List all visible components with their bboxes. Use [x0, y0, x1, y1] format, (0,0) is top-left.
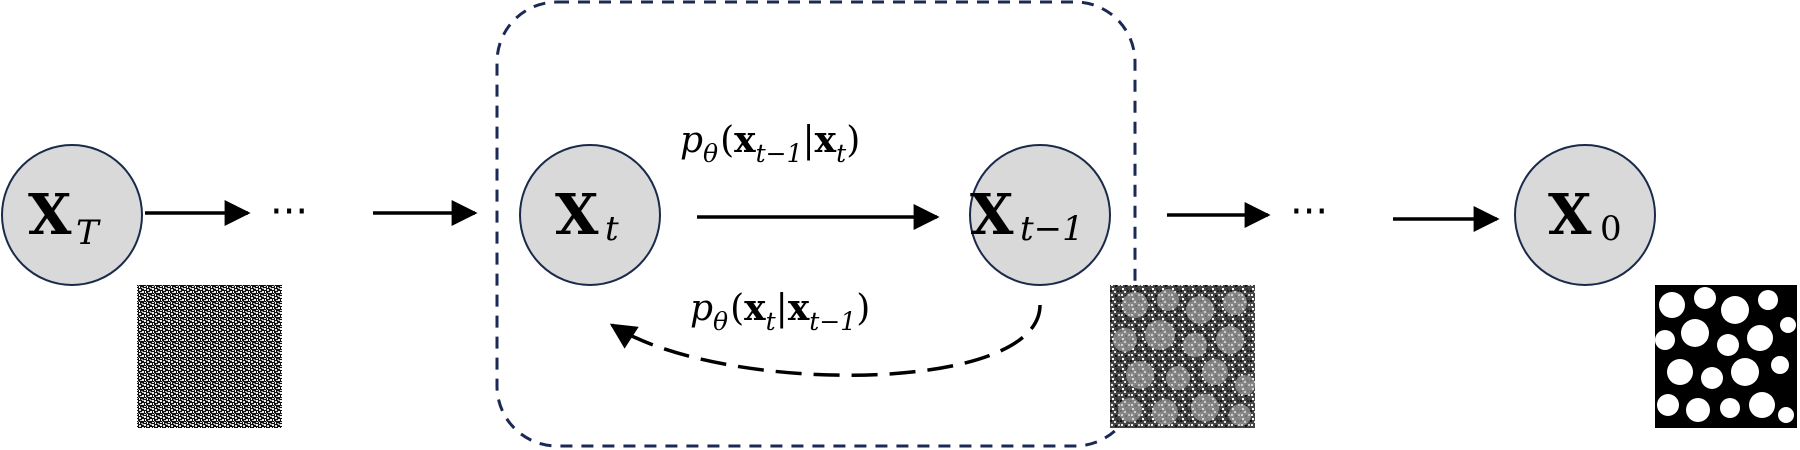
node-x-t-minus-1-main: X: [970, 182, 1014, 248]
backward-x2-sub: t−1: [809, 307, 856, 336]
node-x-t-main: X: [555, 182, 599, 248]
node-x-T-sub: T: [76, 213, 101, 253]
node-x-T-main: X: [28, 182, 72, 248]
node-x-t: X t: [519, 144, 661, 286]
backward-x1: x: [744, 287, 766, 329]
node-x-t-sub: t: [605, 209, 619, 249]
backward-transition-label: pθ(xt|xt−1): [690, 287, 870, 336]
clean-image-x0: [1655, 285, 1797, 428]
forward-p: p: [680, 120, 703, 161]
forward-bar: |: [803, 120, 815, 161]
backward-bar: |: [776, 288, 788, 329]
step-group-box: [495, 0, 1137, 448]
forward-open: (: [720, 120, 734, 161]
forward-x2: x: [815, 119, 837, 161]
arrow-backward-dashed: [609, 304, 1042, 377]
forward-x1: x: [734, 119, 756, 161]
backward-theta: θ: [713, 307, 728, 336]
noise-image-xT: [137, 285, 282, 428]
node-x-t-minus-1-sub: t−1: [1020, 209, 1084, 249]
backward-p: p: [690, 288, 713, 329]
forward-transition-label: pθ(xt−1|xt): [680, 119, 860, 168]
backward-x2: x: [788, 287, 810, 329]
forward-close: ): [846, 120, 860, 161]
node-x-0-sub: 0: [1600, 209, 1622, 249]
ellipsis-left: ···: [270, 189, 308, 235]
backward-open: (: [730, 288, 744, 329]
forward-x1-sub: t−1: [756, 139, 803, 168]
backward-close: ): [856, 288, 870, 329]
node-x-0: X 0: [1514, 144, 1656, 286]
forward-x2-sub: t: [836, 139, 847, 168]
node-x-T: X T: [1, 144, 143, 286]
node-x-0-main: X: [1548, 182, 1592, 248]
forward-theta: θ: [703, 139, 718, 168]
backward-x1-sub: t: [766, 307, 777, 336]
noise-image-xt-minus-1: [1110, 285, 1255, 428]
node-x-t-minus-1: X t−1: [969, 144, 1111, 286]
ellipsis-right: ···: [1290, 189, 1328, 235]
